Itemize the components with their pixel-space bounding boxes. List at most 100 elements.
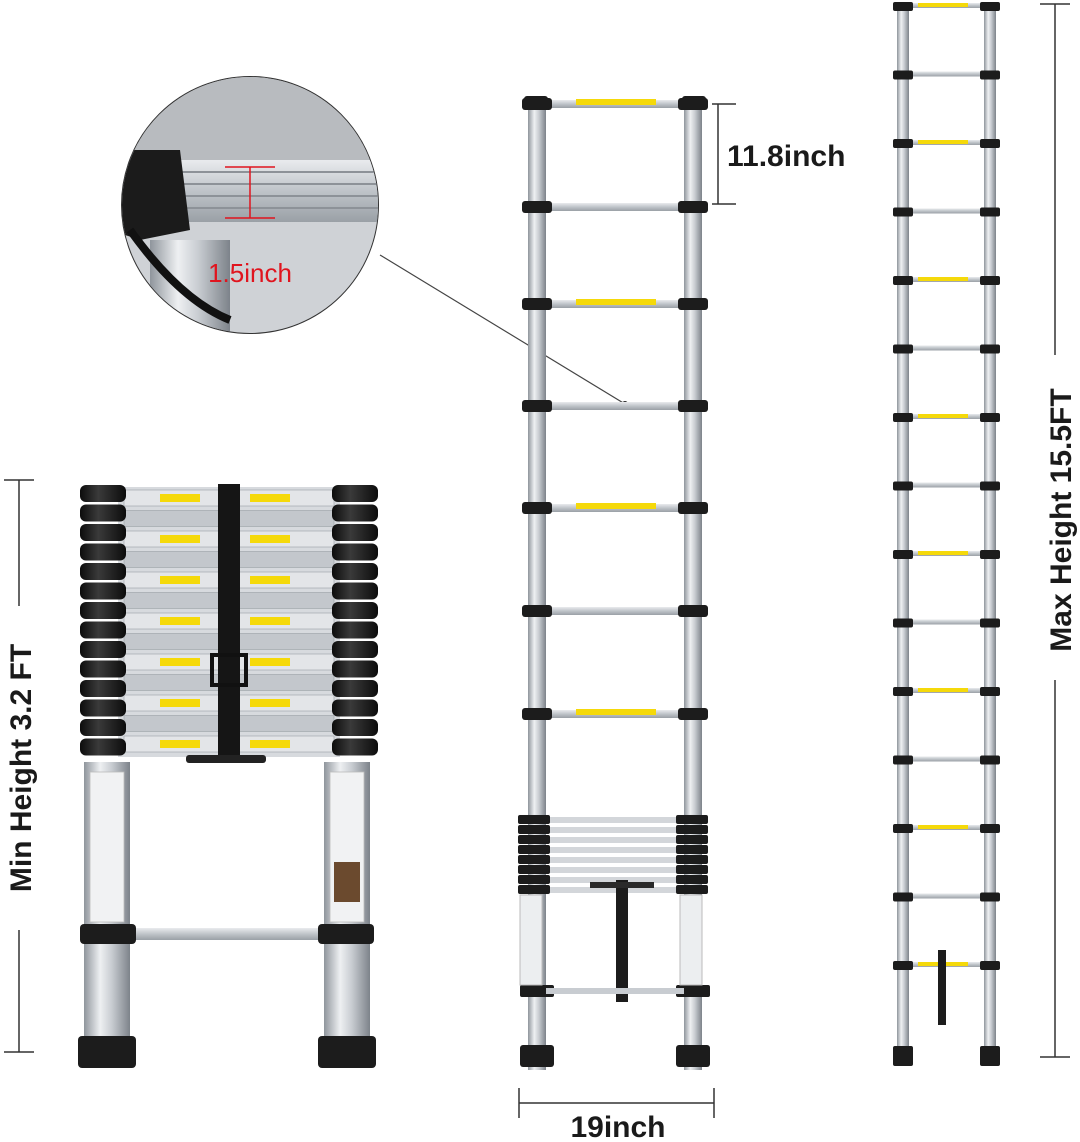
warning-sticker <box>160 576 200 584</box>
warning-sticker <box>576 99 656 105</box>
rung-joint <box>980 550 1000 559</box>
warning-sticker <box>160 658 200 666</box>
foot <box>893 1046 913 1066</box>
stack-joint <box>518 845 550 854</box>
stack-joint <box>676 835 708 844</box>
warning-sticker <box>250 576 290 584</box>
warning-sticker <box>918 277 968 281</box>
rung-joint <box>980 276 1000 285</box>
bottom-joint <box>520 985 554 997</box>
strap-buckle <box>210 653 248 687</box>
rung <box>546 203 684 211</box>
rung-joint <box>522 298 552 310</box>
rung-joint <box>522 502 552 514</box>
rung-joint <box>678 98 708 110</box>
rung <box>909 71 984 77</box>
rung-joint <box>522 201 552 213</box>
rung <box>909 756 984 762</box>
rung <box>909 482 984 488</box>
rung-joint <box>893 413 913 422</box>
bottom-joint <box>318 924 374 944</box>
stack-joint <box>518 885 550 894</box>
rung-joint <box>980 687 1000 696</box>
rail-left <box>897 4 909 1066</box>
stack-rung <box>550 887 676 893</box>
stack-joint <box>676 875 708 884</box>
joint-right <box>332 582 378 600</box>
joint-left <box>80 504 126 522</box>
foot <box>520 1045 554 1067</box>
stack-rung <box>550 827 676 833</box>
foot <box>78 1036 136 1068</box>
stack-rung <box>550 817 676 823</box>
stack-joint <box>518 865 550 874</box>
rung-joint <box>678 605 708 617</box>
rung-joint <box>980 344 1000 354</box>
rung-joint <box>893 139 913 148</box>
joint-right <box>332 641 378 658</box>
joint-right <box>332 719 378 736</box>
bottom-joint <box>80 924 136 944</box>
joint-left <box>80 485 126 502</box>
rung-joint <box>980 755 1000 765</box>
rung-joint <box>678 502 708 514</box>
stack-joint <box>518 825 550 834</box>
stack-joint <box>518 855 550 864</box>
rung-joint <box>522 708 552 720</box>
warning-sticker <box>918 414 968 418</box>
rung <box>909 619 984 625</box>
max-height-dimension: Max Height 15.5FT <box>1040 3 1078 1058</box>
rung-joint <box>893 344 913 354</box>
strap <box>616 880 628 1002</box>
strap <box>938 950 946 1025</box>
rung-joint <box>678 298 708 310</box>
joint-left <box>80 543 126 561</box>
rung-joint <box>522 98 552 110</box>
bottom-rung <box>546 988 684 994</box>
rung-joint <box>980 618 1000 628</box>
warning-sticker <box>160 740 200 748</box>
warning-sticker <box>918 551 968 555</box>
warning-sticker <box>918 688 968 692</box>
rung-joint <box>980 413 1000 422</box>
joint-left <box>80 738 126 756</box>
stack-joint <box>518 835 550 844</box>
rung-joint <box>893 755 913 765</box>
joint-left <box>80 641 126 658</box>
ladder-extended-icon <box>893 2 1000 1066</box>
warning-label-panel <box>89 771 125 923</box>
warning-sticker <box>160 617 200 625</box>
rung-joint <box>980 139 1000 148</box>
handle <box>186 755 266 763</box>
joint-left <box>80 660 126 678</box>
joint-right <box>332 485 378 502</box>
rung-joint <box>980 824 1000 833</box>
rung-joint <box>678 201 708 213</box>
foot <box>318 1036 376 1068</box>
width-dimension: 19inch <box>518 1088 715 1142</box>
rung <box>909 345 984 351</box>
leader-line <box>379 254 626 405</box>
warning-sticker <box>250 699 290 707</box>
max-height-label: Max Height 15.5FT <box>1045 388 1078 651</box>
foot <box>676 1045 710 1067</box>
bottom-joint <box>676 985 710 997</box>
rung-joint <box>893 961 913 970</box>
handle <box>590 882 654 888</box>
joint-right <box>332 621 378 639</box>
joint-left <box>80 563 126 580</box>
warning-sticker <box>576 503 656 509</box>
ladder-partial-icon <box>518 96 710 1070</box>
rung-joint <box>893 70 913 80</box>
stack-joint <box>676 845 708 854</box>
joint-right <box>332 504 378 522</box>
rung-joint <box>980 207 1000 217</box>
stack-joint <box>676 885 708 894</box>
warning-sticker <box>250 617 290 625</box>
joint-left <box>80 524 126 541</box>
rung-diameter-label: 1.5inch <box>208 258 292 288</box>
rung-joint <box>893 892 913 902</box>
warning-sticker <box>918 3 968 7</box>
rung <box>909 208 984 214</box>
joint-left <box>80 582 126 600</box>
